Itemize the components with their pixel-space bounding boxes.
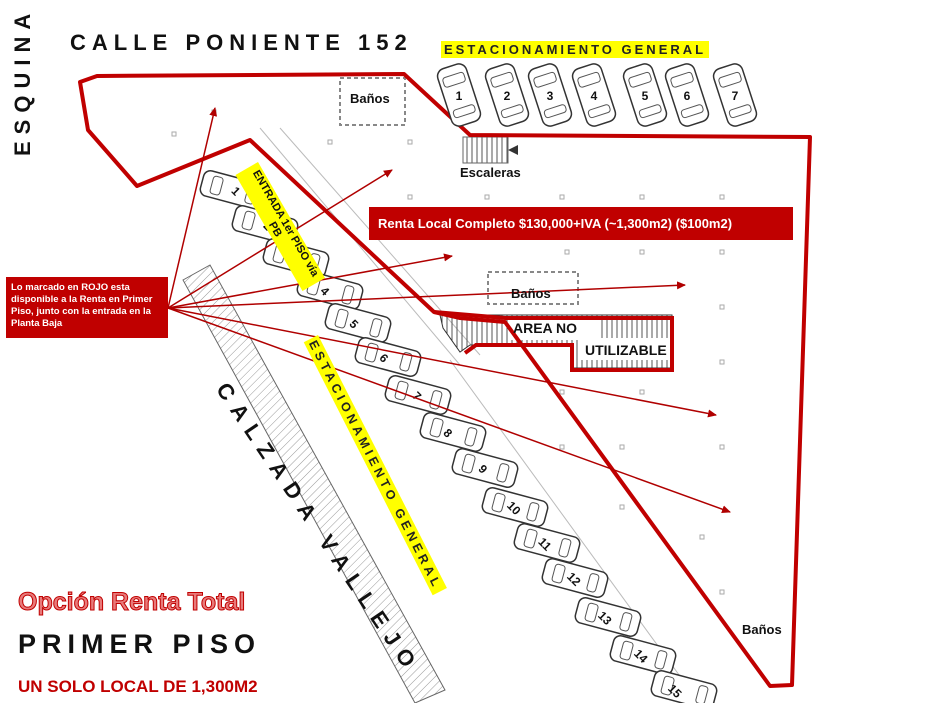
car-top — [527, 63, 573, 127]
rental-outline — [78, 72, 812, 688]
parking-top-number: 7 — [732, 89, 739, 103]
car-diagonal — [419, 411, 487, 453]
car-top — [664, 63, 710, 127]
parking-top-number: 1 — [456, 89, 463, 103]
car-top — [484, 63, 530, 127]
car-diagonal — [451, 447, 519, 489]
banos-bottom-label: Baños — [742, 622, 782, 637]
car-top — [622, 63, 668, 127]
car-diagonal — [481, 486, 549, 528]
calzada-strip — [182, 264, 446, 703]
parking-top: 1 2 3 4 5 6 7 — [436, 63, 758, 127]
availability-note: Lo marcado en ROJO esta disponible a la … — [6, 277, 168, 338]
parking-top-number: 5 — [642, 89, 649, 103]
unusable-area-label-1: AREA NO — [513, 320, 578, 336]
banos-top-label: Baños — [350, 91, 390, 106]
parking-lot-top-label: ESTACIONAMIENTO GENERAL — [441, 41, 710, 58]
floor-title: PRIMER PISO — [18, 629, 262, 659]
banos-mid-label: Baños — [511, 286, 551, 301]
parking-top-number: 4 — [591, 89, 598, 103]
pointer-arrows — [167, 107, 731, 514]
stairs-label: Escaleras — [460, 165, 521, 180]
car-diagonal — [574, 596, 642, 638]
car-top — [712, 63, 758, 127]
stairs — [462, 136, 518, 164]
unusable-outline — [433, 310, 674, 372]
car-top — [571, 63, 617, 127]
parking-top-number: 6 — [684, 89, 691, 103]
car-diagonal — [324, 302, 392, 344]
street-name-top: CALLE PONIENTE 152 — [70, 30, 413, 55]
car-diagonal — [541, 557, 609, 599]
unusable-area-label-2: UTILIZABLE — [585, 342, 667, 358]
corner-label: ESQUINA — [10, 6, 35, 156]
car-diagonal — [609, 634, 677, 676]
rent-banner: Renta Local Completo $130,000+IVA (~1,30… — [369, 207, 793, 240]
car-diagonal — [513, 522, 581, 564]
car-diagonal — [650, 669, 718, 703]
parking-top-number: 2 — [504, 89, 511, 103]
banos-mid-box — [487, 271, 579, 305]
option-title: Opción Renta Total — [17, 588, 246, 617]
car-top — [436, 63, 482, 127]
unit-summary: UN SOLO LOCAL DE 1,300M2 — [18, 677, 258, 696]
parking-top-number: 3 — [547, 89, 554, 103]
